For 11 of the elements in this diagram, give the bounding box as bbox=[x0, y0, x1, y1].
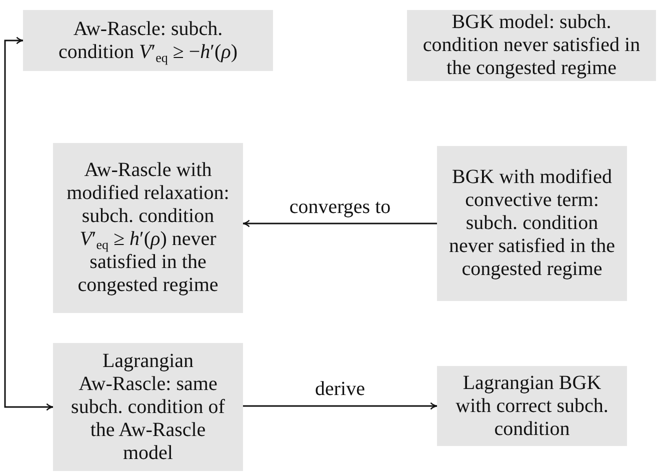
model-box bbox=[437, 366, 627, 446]
model-box bbox=[437, 146, 627, 301]
box-text: Aw-Rascle with modified relaxation: subch. condition V′$_{eq}$ ≥ h′(ρ) never satisfied in the congested regime bbox=[66, 159, 230, 297]
box-text: BGK model: subch. condition never satisfied in the congested regime bbox=[422, 11, 642, 80]
box-text: BGK with modified convective term: subch. condition never satisfied in the congested regime bbox=[448, 166, 616, 281]
model-box bbox=[23, 10, 273, 71]
box-text: Aw-Rascle: subch. condition V′$_{eq}$ ≥ −h′(ρ) bbox=[57, 18, 238, 64]
box-text: Lagrangian BGK with correct subch. condition bbox=[454, 372, 610, 440]
model-box bbox=[53, 343, 243, 471]
box-text: Lagrangian Aw-Rascle: same subch. condition of the Aw-Rascle model bbox=[70, 350, 226, 464]
model-box bbox=[53, 143, 243, 313]
